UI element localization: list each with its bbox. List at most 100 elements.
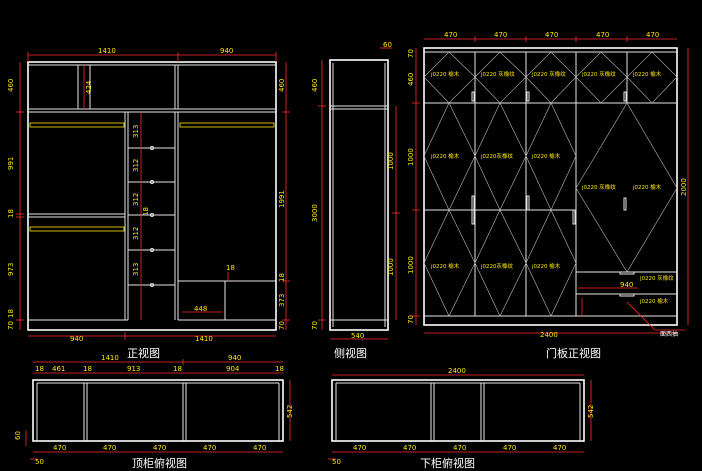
side-dim-1000a: 1000	[387, 152, 395, 170]
title-top: 顶柜俯视图	[132, 456, 187, 470]
door-dim-top-3: 470	[545, 31, 558, 39]
side-frame	[329, 59, 389, 331]
dim-left-973: 973	[7, 263, 15, 276]
hanging-rod-left	[29, 122, 125, 128]
dim-right-70: 70	[278, 321, 286, 330]
door-dim-left-460: 460	[407, 73, 415, 86]
dim-bottom-right: 1410	[195, 335, 213, 343]
door-dim-right-2000: 2000	[680, 178, 688, 196]
top-dim-bottom-1: 470	[53, 444, 66, 452]
top-dim-1410: 1410	[101, 354, 119, 362]
dim-left-18: 18	[7, 209, 15, 218]
top-dim-904: 904	[226, 365, 240, 373]
top-dim-bottom-4: 470	[203, 444, 216, 452]
door-label-1: j0220 榆木	[430, 70, 460, 78]
door-dim-top-5: 470	[646, 31, 659, 39]
door-label-7: j0220灰橡纹	[480, 152, 514, 160]
door-label-10: j0220 榆木	[632, 183, 662, 191]
top-dim-bottom-2: 470	[103, 444, 116, 452]
top-plan-frame	[32, 379, 284, 442]
side-dim-70: 70	[311, 321, 319, 330]
door-callout: 面西抽	[660, 330, 678, 338]
front-view: 1410 940 940 1410 460 991 18 973 18 70 4…	[7, 47, 290, 360]
dim-shelf-312c: 312	[132, 227, 140, 240]
bottom-plan-view: 2400 542 470 470 470 470 470 50 下柜俯视图	[328, 367, 595, 470]
title-side: 侧视图	[334, 346, 367, 360]
hanging-rod-lower	[29, 226, 125, 232]
door-label-9: j0220 灰橡纹	[581, 183, 616, 191]
bottom-dim-bottom-4: 470	[503, 444, 516, 452]
door-dim-left-1000b: 1000	[407, 256, 415, 274]
dim-left-18b: 18	[7, 309, 15, 318]
dim-shelf-18a: 18	[142, 207, 150, 216]
top-dim-bottom-3: 470	[153, 444, 166, 452]
title-door: 门板正视图	[546, 346, 601, 360]
dim-right-18: 18	[278, 273, 286, 282]
bottom-plan-frame	[331, 379, 585, 442]
bottom-dim-2400: 2400	[448, 367, 466, 375]
dim-top-right: 940	[220, 47, 233, 55]
bottom-dim-bottom-2: 470	[403, 444, 416, 452]
top-dim-542: 542	[286, 405, 294, 418]
door-dim-top-1: 470	[444, 31, 457, 39]
side-dim-1000b: 1000	[387, 258, 395, 276]
door-label-8: j0220 榆木	[531, 152, 561, 160]
door-label-3: j0220 灰橡纹	[531, 70, 566, 78]
door-label-2: j0220 灰橡纹	[480, 70, 515, 78]
dim-right-460: 460	[278, 79, 286, 92]
bottom-dim-bottom-1: 470	[353, 444, 366, 452]
top-plan-view: 1410 940 18 461 18 913 18 904 18 542 60 …	[14, 354, 294, 470]
dim-drawer-18: 18	[226, 264, 235, 272]
dim-right-373: 373	[278, 294, 286, 307]
top-dim-60: 60	[14, 431, 22, 440]
dim-shelf-313: 313	[132, 125, 140, 138]
door-view: j0220 榆木 j0220 灰橡纹 j0220 灰橡纹 j0220 灰橡纹 j…	[407, 31, 689, 360]
top-dim-18c: 18	[173, 365, 182, 373]
door-dim-left-70a: 70	[407, 49, 415, 58]
dim-inner-424: 424	[85, 80, 93, 94]
door-label-4: j0220 灰橡纹	[581, 70, 616, 78]
dim-shelf-313b: 313	[132, 263, 140, 276]
top-dim-50: 50	[35, 458, 44, 466]
top-dim-940: 940	[228, 354, 241, 362]
dim-bottom-left: 940	[70, 335, 83, 343]
title-front: 正视图	[127, 346, 160, 360]
door-label-5: j0220 榆木	[632, 70, 662, 78]
top-dim-bottom-5: 470	[253, 444, 266, 452]
hanging-rod-right	[179, 122, 275, 128]
dim-shelf-312a: 312	[132, 159, 140, 172]
dim-left-70: 70	[7, 321, 15, 330]
dim-top-left: 1410	[98, 47, 116, 55]
title-bottom: 下柜俯视图	[420, 456, 475, 470]
door-dim-top-2: 470	[494, 31, 507, 39]
top-dim-913: 913	[127, 365, 140, 373]
dim-drawer-448: 448	[194, 305, 207, 313]
door-label-15: j0220 榆木	[639, 297, 669, 305]
dim-left-460: 460	[7, 79, 15, 92]
door-dim-top-4: 470	[596, 31, 609, 39]
top-dim-461: 461	[52, 365, 65, 373]
door-label-6: j0220 榆木	[430, 152, 460, 160]
door-dim-left-70b: 70	[407, 315, 415, 324]
door-label-11: j0220 榆木	[430, 262, 460, 270]
front-frame	[27, 61, 277, 331]
dim-left-991: 991	[7, 157, 15, 170]
door-label-14: j0220 灰橡纹	[639, 274, 674, 282]
door-label-13: j0220 榆木	[531, 262, 561, 270]
door-dim-left-1000a: 1000	[407, 148, 415, 166]
door-dim-drawer-940: 940	[620, 281, 633, 289]
door-label-12: j0220灰橡纹	[480, 262, 514, 270]
bottom-dim-bottom-3: 470	[453, 444, 466, 452]
bottom-dim-50: 50	[332, 458, 341, 466]
side-dim-540: 540	[351, 332, 364, 340]
bottom-dim-bottom-5: 470	[553, 444, 566, 452]
door-dim-bottom: 2400	[540, 331, 558, 339]
top-dim-18d: 18	[275, 365, 284, 373]
top-dim-18a: 18	[35, 365, 44, 373]
top-dim-18b: 18	[83, 365, 92, 373]
side-dim-3000: 3000	[311, 204, 319, 222]
bottom-dim-542: 542	[587, 405, 595, 418]
door-grain-pattern	[423, 51, 678, 317]
dim-right-1991: 1991	[278, 190, 286, 208]
